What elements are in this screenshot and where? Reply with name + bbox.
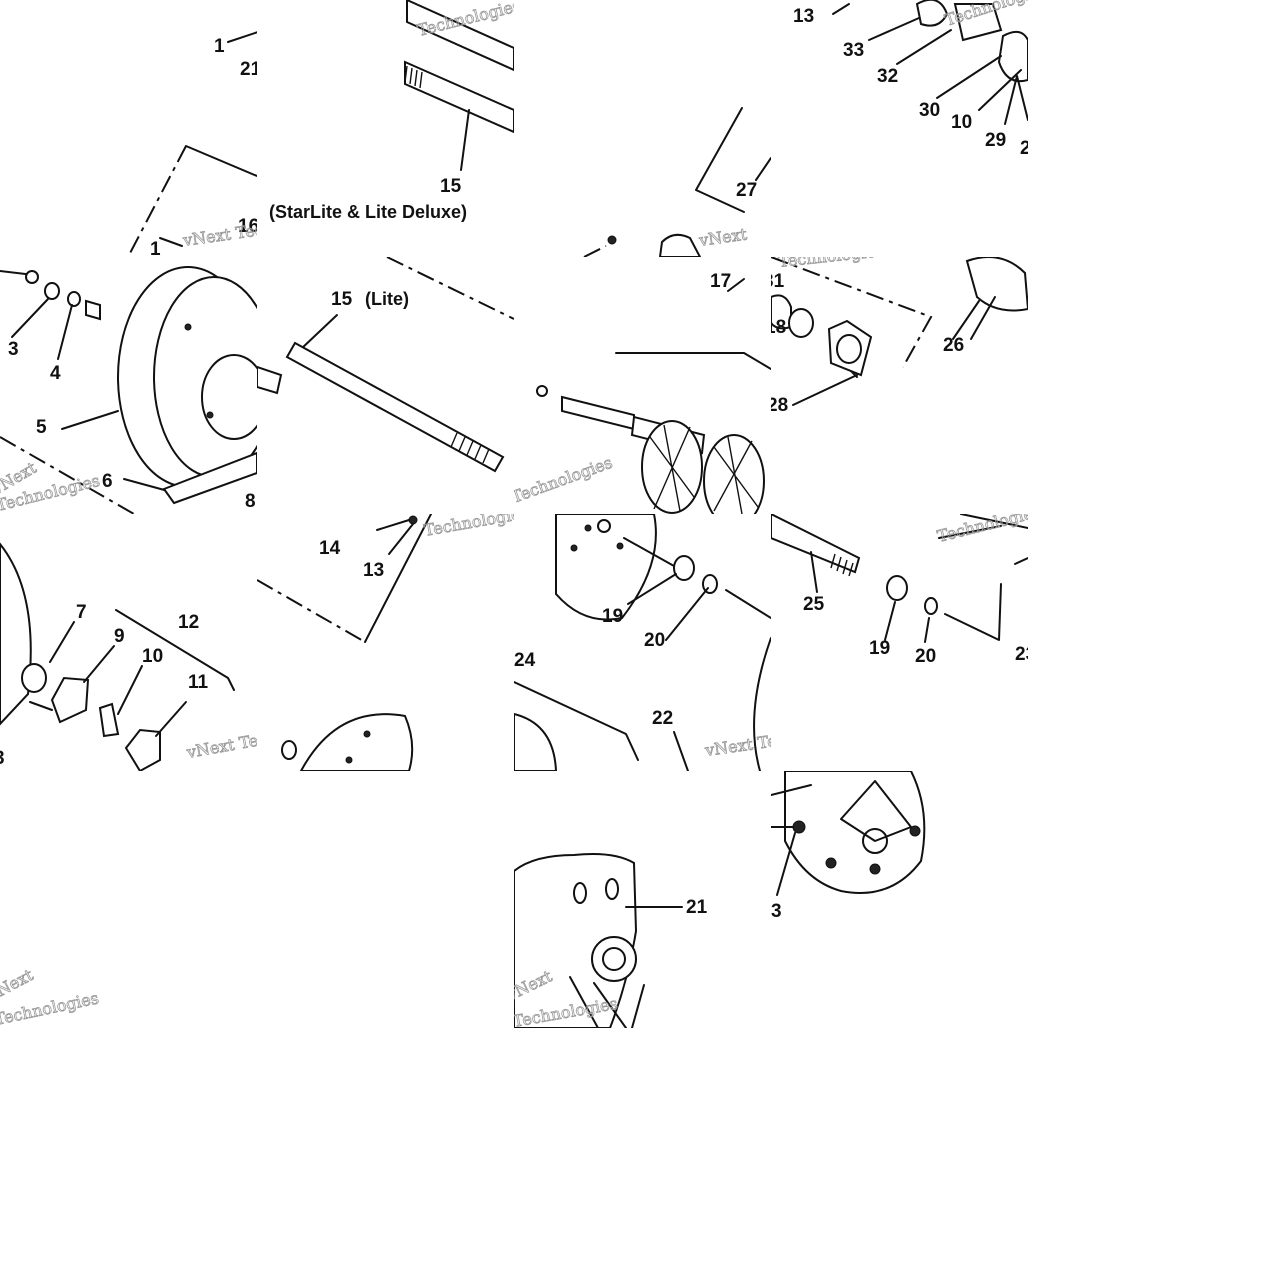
tile-bottom-left: vNext Technologies — [0, 771, 257, 1028]
callout-13: 13 — [793, 6, 814, 27]
callout-3b: 3 — [0, 748, 5, 769]
callout-18: 18 — [771, 317, 786, 338]
callout-9: 9 — [114, 626, 125, 647]
callout-13b: 13 — [363, 560, 384, 581]
tile-mid-top-center-left: 15 (Lite) Technologies — [257, 257, 514, 514]
callout-3: 3 — [8, 339, 19, 360]
callout-21b: 21 — [686, 897, 708, 918]
tile-mid-top-center-right: 17 Technologies — [514, 257, 771, 514]
callout-5: 5 — [36, 417, 47, 438]
callout-11: 11 — [188, 672, 209, 693]
watermark-text: Technologies — [257, 257, 355, 259]
callout-19b: 19 — [869, 638, 890, 659]
callout-7: 7 — [76, 602, 87, 623]
callout-15b: 15 — [331, 289, 353, 310]
callout-25: 25 — [803, 594, 825, 615]
note-lite: (Lite) — [365, 289, 409, 309]
tile-bottom-center-right: 21 vNext Technologies — [514, 771, 771, 1028]
watermark-text: Technologies — [935, 514, 1028, 546]
callout-12: 12 — [178, 612, 199, 633]
callout-10b: 10 — [142, 646, 163, 667]
watermark-text: Technologies — [777, 257, 884, 271]
callout-6: 6 — [102, 471, 113, 492]
callout-29: 29 — [985, 130, 1006, 151]
tile-top-center-left: 15 (StarLite & Lite Deluxe) Technologies — [257, 0, 514, 257]
tile-mid-low-left: 7 9 10 11 12 3 vNext Tec — [0, 514, 257, 771]
callout-8: 8 — [245, 491, 256, 512]
tile-bottom-right: 3 Technologies — [771, 771, 1028, 1028]
callout-15: 15 — [440, 176, 462, 197]
callout-33: 33 — [843, 40, 864, 61]
callout-28: 28 — [771, 395, 788, 416]
callout-20b: 20 — [915, 646, 936, 667]
tile-top-right: 13 33 32 30 10 29 2 Technologies — [771, 0, 1028, 257]
watermark-text: vNext — [697, 224, 749, 250]
tile-mid-low-right: 25 19 20 23 Technologies — [771, 514, 1028, 771]
callout-31: 31 — [771, 271, 785, 292]
callout-14: 14 — [319, 538, 341, 559]
tile-mid-top-left: 3 4 5 6 8 vNext Technologies — [0, 257, 257, 514]
tile-top-left: 1 21 1 16 vNext Tec — [0, 0, 257, 257]
callout-26: 26 — [943, 335, 964, 356]
watermark-text: vNext Tec — [181, 220, 257, 250]
callout-1b: 1 — [150, 239, 161, 257]
callout-32: 32 — [877, 66, 898, 87]
tile-top-center-right: 27 vNext — [514, 0, 771, 257]
callout-24: 24 — [514, 650, 536, 671]
callout-16: 16 — [238, 216, 257, 237]
callout-4: 4 — [50, 363, 61, 384]
tile-mid-top-right: 31 26 18 28 Technologies — [771, 257, 1028, 514]
watermark-text: Technologies — [0, 988, 100, 1028]
note-starlite: (StarLite & Lite Deluxe) — [269, 202, 467, 222]
callout-17: 17 — [710, 271, 731, 292]
callout-23: 23 — [1015, 644, 1028, 665]
callout-30: 30 — [919, 100, 940, 121]
callout-19: 19 — [602, 606, 623, 627]
watermark-text: vNext Tec — [184, 729, 257, 762]
callout-3c: 3 — [771, 901, 782, 922]
callout-21: 21 — [240, 59, 257, 80]
watermark-text: Technologies — [422, 514, 514, 540]
callout-22: 22 — [652, 708, 673, 729]
tile-mid-low-center-right: 19 20 24 22 vNext Tec — [514, 514, 771, 771]
callout-1: 1 — [214, 36, 225, 57]
watermark-text: Technologies — [514, 453, 615, 507]
callout-27: 27 — [736, 180, 757, 201]
watermark-text: vNext Tec — [703, 730, 771, 760]
callout-2: 2 — [1020, 138, 1028, 159]
watermark-text: vNext — [0, 965, 37, 1005]
tile-mid-low-center-left: 14 13 Technologies — [257, 514, 514, 771]
callout-10: 10 — [951, 112, 972, 133]
callout-20: 20 — [644, 630, 665, 651]
